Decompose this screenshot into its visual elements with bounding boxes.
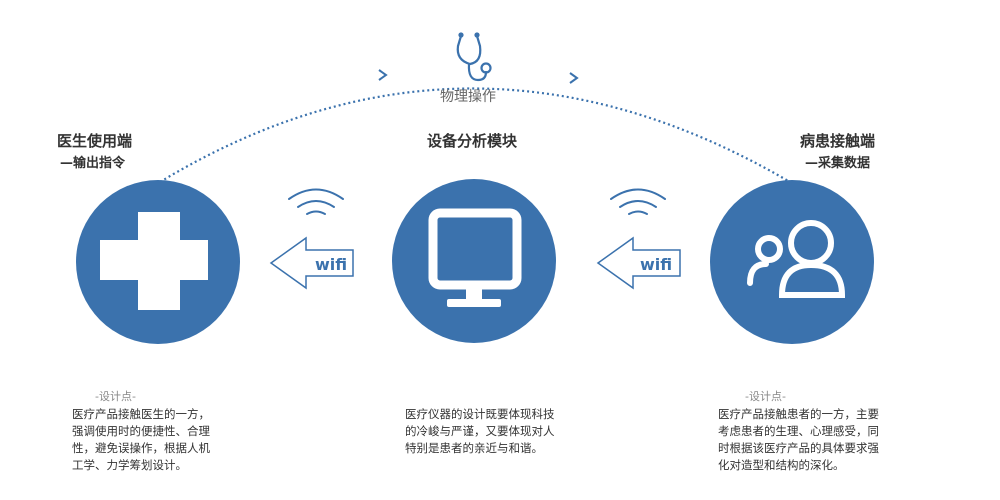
wifi-signal-icon-right <box>610 188 666 215</box>
patient-end-subtitle: —采集数据 <box>805 156 871 171</box>
device-design-line: 的冷峻与严谨，又要体现对人 <box>405 424 555 438</box>
device-circle <box>392 179 556 343</box>
doctor-design-heading: -设计点- <box>95 390 136 403</box>
dotted-arc <box>159 87 791 183</box>
patient-design-line: 时根据该医疗产品的具体要求强 <box>718 441 879 455</box>
wifi-signal-icon-left <box>288 188 344 215</box>
medical-cross-icon <box>100 212 208 310</box>
patient-design-line: 化对造型和结构的深化。 <box>718 458 845 472</box>
wifi-label-left: wifi <box>315 255 347 274</box>
patient-design-text: 医疗产品接触患者的一方，主要 考虑患者的生理、心理感受，同 时根据该医疗产品的具… <box>718 406 918 474</box>
wifi-arrow-left <box>269 236 354 290</box>
patient-design-line: 考虑患者的生理、心理感受，同 <box>718 424 879 438</box>
doctor-design-line: 工学、力学筹划设计。 <box>72 458 187 472</box>
stethoscope-icon <box>456 32 492 82</box>
device-design-text: 医疗仪器的设计既要体现科技 的冷峻与严谨，又要体现对人 特别是患者的亲近与和谐。 <box>405 406 595 457</box>
wifi-arrow-right <box>596 236 681 290</box>
device-design-line: 医疗仪器的设计既要体现科技 <box>405 407 555 421</box>
monitor-icon <box>428 208 522 307</box>
patient-circle <box>710 180 874 344</box>
doctor-end-subtitle: —输出指令 <box>60 156 126 171</box>
arc-arrow-right <box>569 72 579 84</box>
arc-arrow-left <box>378 69 388 81</box>
physical-operation-label: 物理操作 <box>440 89 496 105</box>
doctor-end-title: 医生使用端 <box>57 132 133 150</box>
device-design-line: 特别是患者的亲近与和谐。 <box>405 441 543 455</box>
users-icon <box>747 220 846 298</box>
patient-design-heading: -设计点- <box>745 390 786 403</box>
doctor-design-line: 医疗产品接触医生的一方， <box>72 407 210 421</box>
doctor-design-line: 性，避免误操作，根据人机 <box>72 441 210 455</box>
doctor-design-text: 医疗产品接触医生的一方， 强调使用时的便捷性、合理 性，避免误操作，根据人机 工… <box>72 406 252 474</box>
device-module-title: 设备分析模块 <box>427 132 518 150</box>
wifi-label-right: wifi <box>640 255 672 274</box>
patient-design-line: 医疗产品接触患者的一方，主要 <box>718 407 879 421</box>
doctor-design-line: 强调使用时的便捷性、合理 <box>72 424 210 438</box>
patient-end-title: 病患接触端 <box>800 132 876 150</box>
